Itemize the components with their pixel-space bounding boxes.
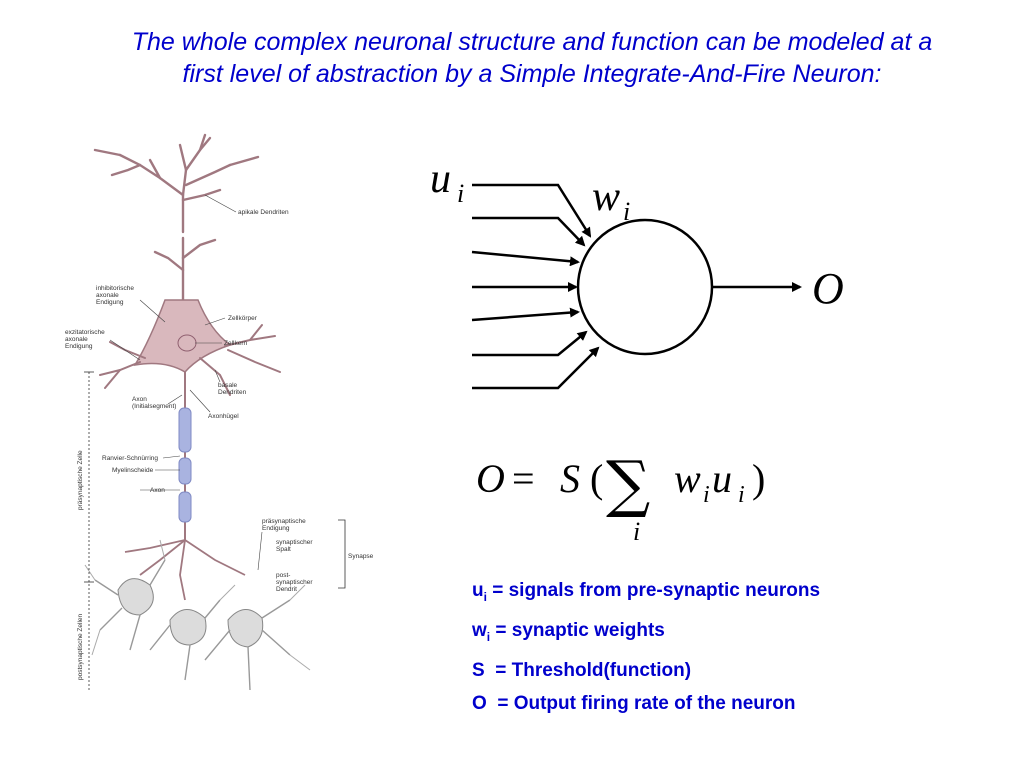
label-myelin: Myelinscheide	[112, 467, 154, 474]
label-leader-lines	[109, 194, 263, 571]
label-postsyn-dendrite-1: post-	[276, 572, 290, 579]
label-presyn-ending-1: präsynaptische	[262, 518, 306, 525]
legend-subscript: i	[486, 629, 491, 644]
label-axon-initial-1: Axon	[132, 396, 147, 403]
label-basal-1: basale	[218, 382, 238, 389]
postsynaptic-cells	[84, 539, 311, 691]
equation-weight: w	[674, 456, 701, 501]
legend-symbol: S	[472, 659, 485, 681]
equation-input-sub: i	[738, 482, 745, 508]
legend-text: = signals from pre-synaptic neurons	[486, 580, 821, 601]
symbol-legend: ui = signals from pre-synaptic neurons w…	[472, 574, 820, 720]
legend-text: = synaptic weights	[490, 619, 665, 641]
slide-title: The whole complex neuronal structure and…	[40, 26, 1024, 90]
equation: O = S ( ∑ i w i u i )	[476, 447, 765, 546]
legend-text: = Threshold(function)	[484, 659, 692, 681]
label-inhibitory-3: Endigung	[96, 299, 124, 306]
label-inhibitory-2: axonale	[96, 292, 119, 299]
equation-sum: ∑	[606, 447, 650, 520]
legend-subscript: i	[483, 589, 487, 604]
legend-item-input: ui = signals from pre-synaptic neurons	[472, 574, 820, 614]
label-synapse: Synapse	[348, 553, 374, 560]
axon	[178, 372, 192, 540]
label-nucleus: Zellkern	[224, 340, 248, 347]
biological-neuron-illustration: apikale Dendriten inhibitorische axonale…	[65, 133, 374, 691]
title-line-1: The whole complex neuronal structure and…	[131, 28, 933, 56]
label-axon: Axon	[150, 487, 165, 494]
legend-item-weight: wi = synaptic weights	[472, 614, 820, 654]
label-excitatory-1: exzitatorische	[65, 329, 105, 336]
equation-function: S	[560, 456, 580, 501]
neuron-part-labels: apikale Dendriten inhibitorische axonale…	[65, 209, 374, 680]
legend-item-output: O = Output firing rate of the neuron	[472, 687, 820, 720]
apical-dendrites	[93, 133, 260, 302]
legend-symbol: O	[472, 692, 487, 714]
legend-text: = Output firing rate of the neuron	[486, 692, 796, 714]
weight-subscript: i	[623, 197, 630, 226]
label-ranvier: Ranvier-Schnürring	[102, 455, 158, 462]
equation-weight-sub: i	[703, 482, 710, 508]
title-line-2: first level of abstraction by a Simple I…	[182, 60, 882, 88]
output-symbol: O	[812, 264, 844, 313]
label-postsyn-dendrite-2: synaptischer	[276, 579, 313, 586]
legend-symbol: u	[472, 580, 484, 601]
label-basal-2: Dendriten	[218, 389, 247, 396]
input-lines	[471, 183, 600, 390]
label-axon-initial-2: (Initialsegment)	[132, 403, 176, 410]
label-presyn-ending-2: Endigung	[262, 525, 290, 532]
equation-close-paren: )	[752, 456, 765, 501]
cell-brackets	[84, 371, 346, 690]
legend-symbol: w	[472, 619, 487, 641]
label-excitatory-2: axonale	[65, 336, 88, 343]
label-cleft-2: Spalt	[276, 546, 291, 553]
input-symbol: u	[430, 156, 451, 202]
equation-lhs: O	[476, 456, 505, 501]
label-axon-hillock: Axonhügel	[208, 413, 239, 420]
equation-input: u	[712, 456, 732, 501]
label-excitatory-3: Endigung	[65, 343, 93, 350]
input-subscript: i	[457, 179, 464, 208]
weight-symbol: w	[592, 174, 620, 220]
legend-item-threshold: S = Threshold(function)	[472, 654, 820, 687]
label-postsyn-dendrite-3: Dendrit	[276, 586, 297, 593]
label-postsynaptic-cells: postsynaptische Zellen	[77, 613, 84, 680]
axon-terminals	[124, 539, 246, 601]
label-presynaptic-cell: präsynaptische Zelle	[77, 450, 84, 510]
label-cleft-1: synaptischer	[276, 539, 313, 546]
equation-equals: =	[512, 456, 535, 501]
neuron-node	[576, 218, 714, 356]
equation-open-paren: (	[590, 456, 603, 501]
equation-sum-index: i	[633, 517, 640, 546]
label-apical-dendrites: apikale Dendriten	[238, 209, 289, 216]
label-inhibitory-1: inhibitorische	[96, 285, 134, 292]
label-cell-body: Zellkörper	[228, 315, 258, 322]
